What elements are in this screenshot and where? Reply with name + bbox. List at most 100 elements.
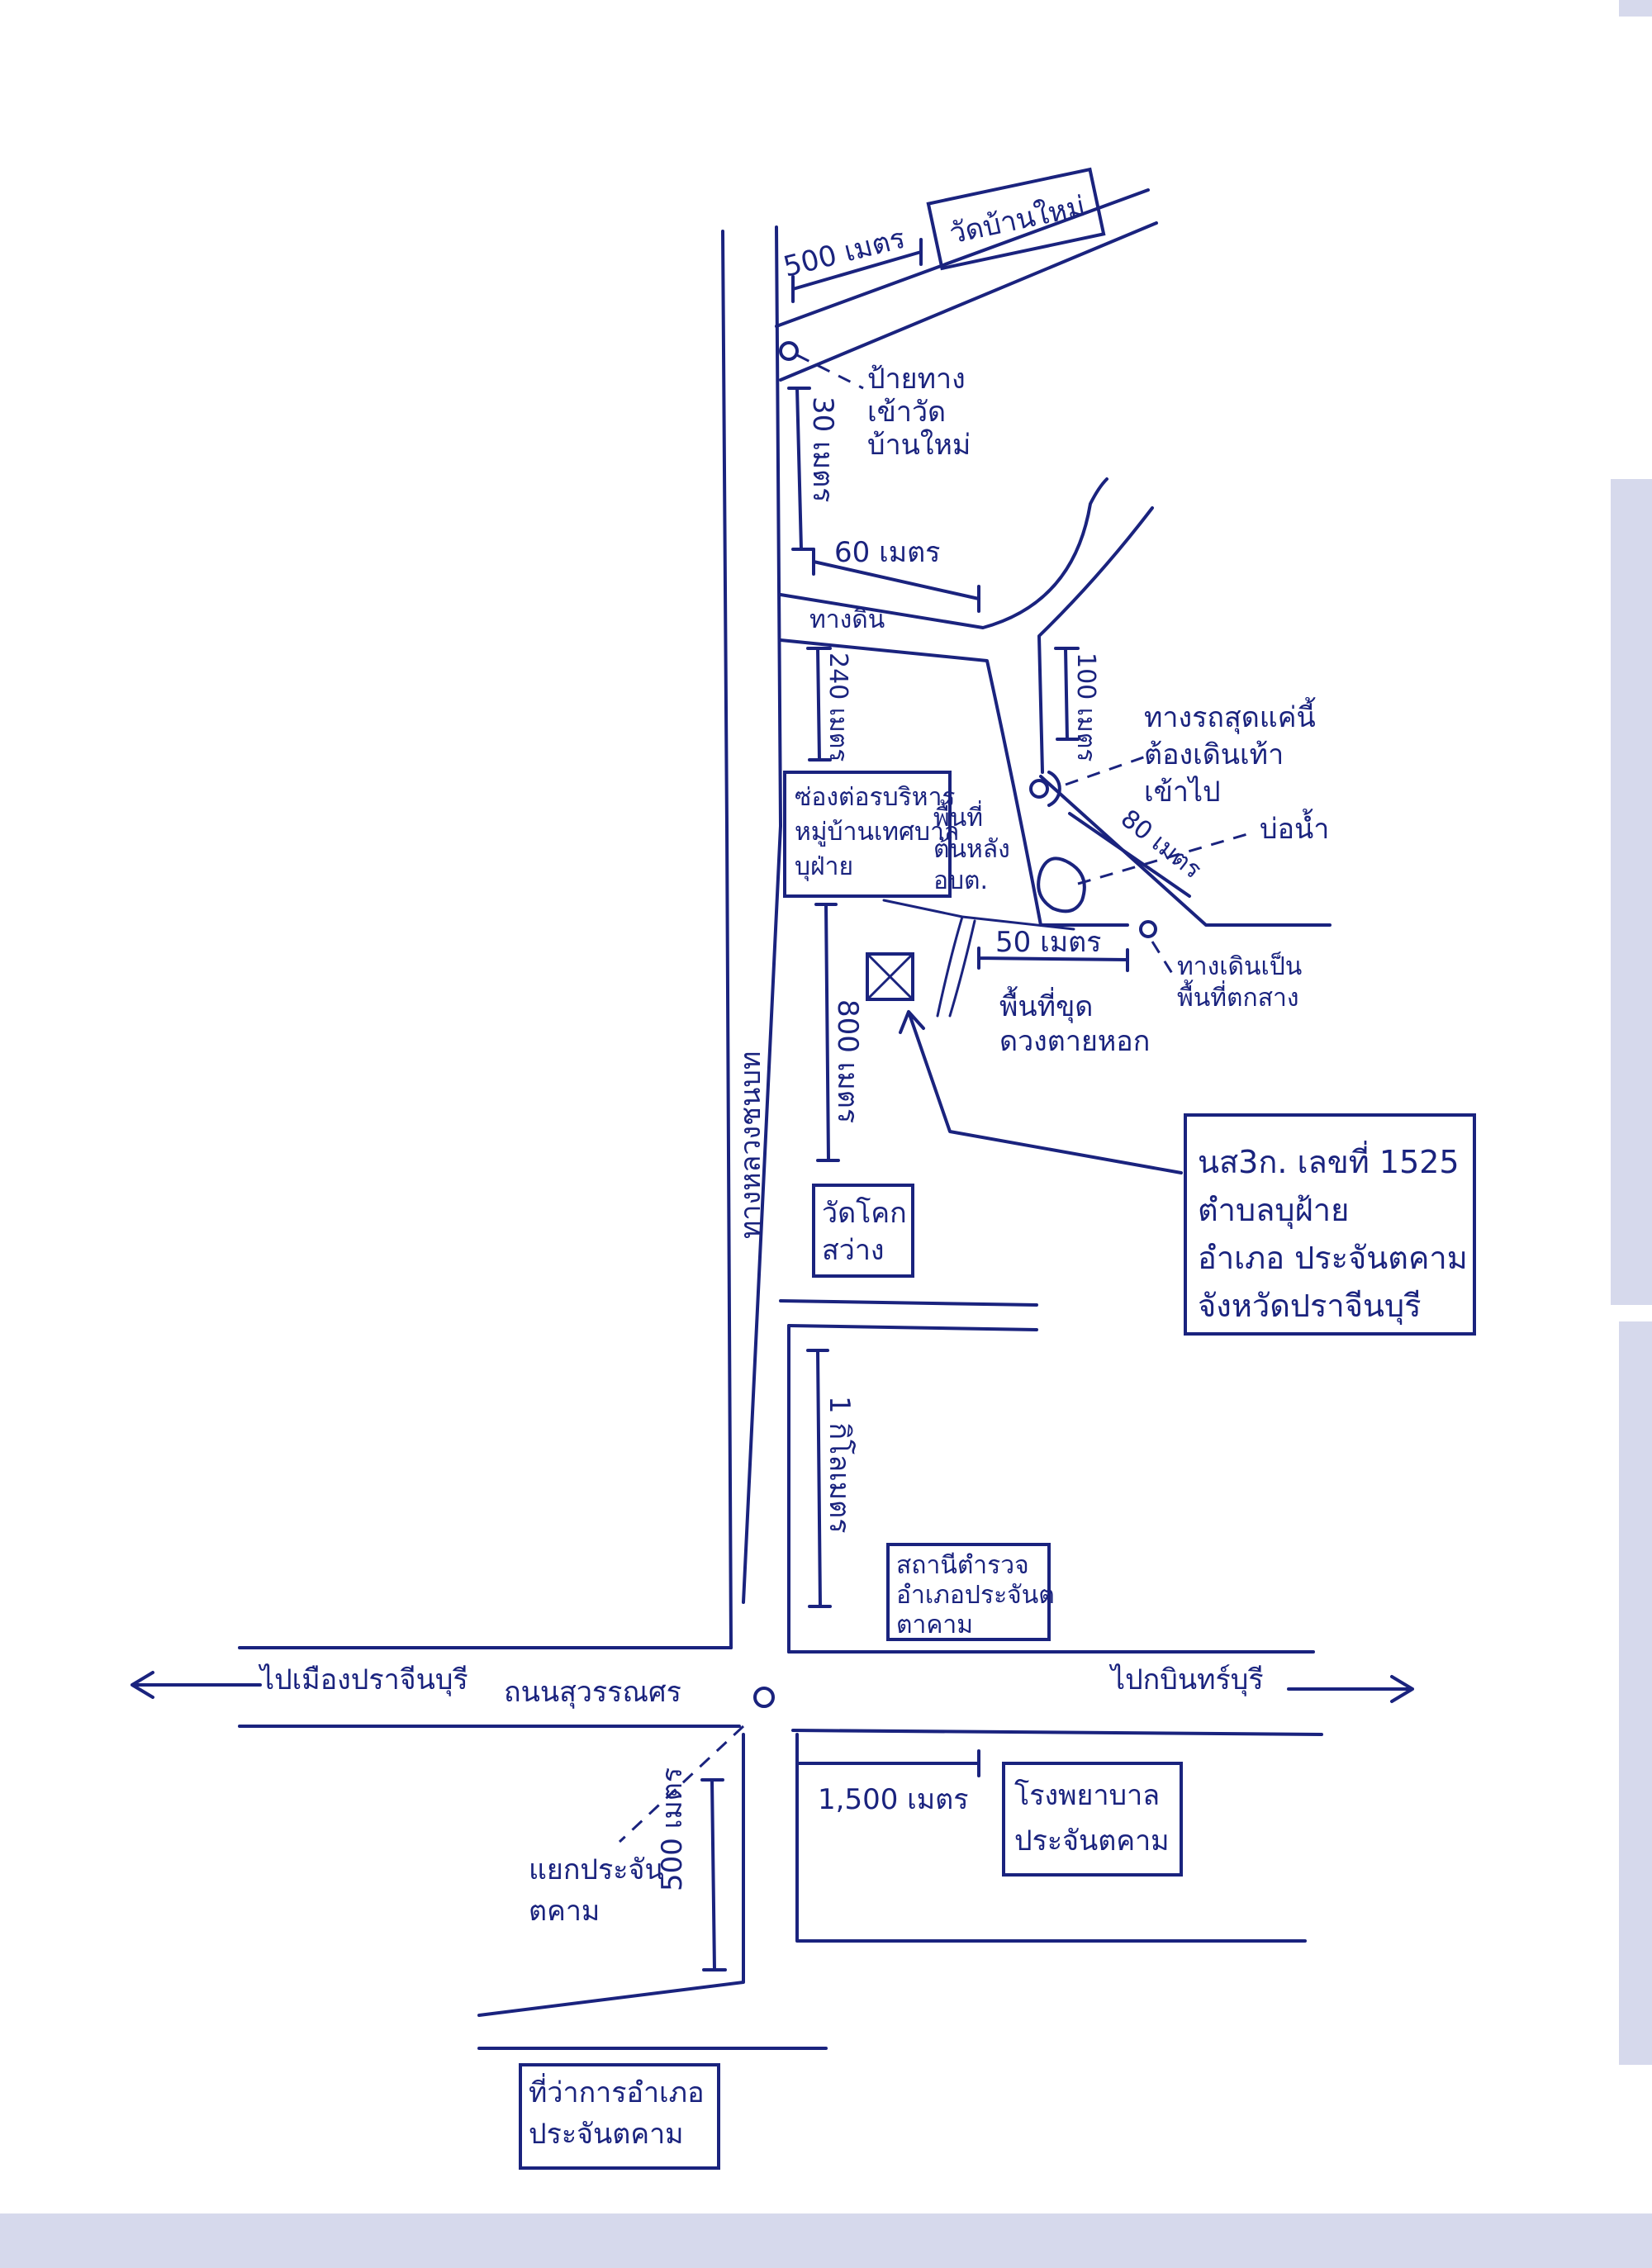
branch-se-upper — [1039, 775, 1332, 927]
branch-se-lower — [1068, 812, 1191, 898]
dig-area-label: พื้นที่ขุดดวงตายหอก — [999, 986, 1150, 1058]
dist-1500: 1,500 เมตร — [818, 1783, 969, 1816]
south-road-right — [795, 1733, 1307, 1943]
junction-label: แยกประจันตคาม — [529, 1853, 664, 1928]
leader-path — [1151, 941, 1175, 975]
bar-1km — [806, 1349, 832, 1608]
district-frame — [519, 2063, 720, 2170]
label-line: ต้นหลัง — [933, 835, 1010, 864]
dirt-road-upper — [779, 477, 1108, 629]
bar-500-top — [791, 238, 923, 303]
wat-ban-mai-frame — [926, 167, 1106, 271]
bar-800 — [814, 903, 840, 1162]
bar-100 — [1054, 647, 1080, 741]
label-line: ตคาม — [529, 1895, 600, 1928]
dist-240: 240 เมตร — [824, 652, 852, 762]
label-line: ทางรถสุดแค่นี้ — [1144, 697, 1316, 734]
wat-khok-label: วัดโคกสว่าง — [822, 1197, 907, 1267]
side-road-upper — [779, 1299, 1038, 1307]
label-line: เข้าไป — [1144, 776, 1221, 809]
markers — [753, 341, 1183, 1708]
road-end-arc — [1047, 771, 1061, 807]
dirt-road-east — [1037, 506, 1154, 774]
label-line: ดวงตายหอก — [999, 1025, 1150, 1058]
vertical-road-left-edge — [721, 230, 733, 1649]
hall-label: ซ่องต่อรบริหารหมู่บ้านเทศบาลบุฝ่าย — [795, 783, 959, 882]
label-line: สถานีตำรวจ — [896, 1551, 1029, 1580]
labels: วัดบ้านใหม่ ป้ายทางเข้าวัดบ้านใหม่ ซ่องต… — [258, 190, 1468, 2151]
label-line: ประจันตคาม — [1014, 1824, 1170, 1858]
arrow-right — [1287, 1675, 1414, 1703]
dirt-road-lower — [779, 638, 1129, 927]
label-line: แยกประจัน — [529, 1853, 664, 1886]
label-line: พื้นที่ขุด — [999, 986, 1093, 1023]
label-line: ตำบลบุฝ้าย — [1198, 1192, 1349, 1229]
path-marker — [1139, 920, 1157, 938]
boxes — [519, 167, 1476, 2170]
temple-sign-marker — [779, 341, 799, 361]
label-line: นส3ก. เลขที่ 1525 — [1198, 1141, 1460, 1180]
label-line: พื้นที่ตกสาง — [1177, 980, 1299, 1013]
highway-name: ถนนสุวรรณศร — [504, 1676, 681, 1709]
label-line: วัดโคก — [822, 1197, 907, 1230]
police-frame — [886, 1543, 1051, 1641]
dist-30: 30 เมตร — [806, 396, 839, 502]
dist-1km: 1 กิโลเมตร — [823, 1396, 856, 1534]
label-line: บ้านใหม่ — [867, 429, 971, 462]
temple-road-lower — [779, 221, 1158, 382]
bar-50 — [977, 947, 1129, 972]
vertical-road-label: ทางหลวงชนบท — [734, 1051, 767, 1239]
distance-bars — [700, 238, 1129, 1971]
deed-frame — [1184, 1113, 1476, 1336]
leader-road-end — [1065, 754, 1149, 786]
dist-60: 60 เมตร — [834, 536, 940, 569]
path-label: ทางเดินเป็นพื้นที่ตกสาง — [1177, 951, 1302, 1013]
label-line: หมู่บ้านเทศบาล — [795, 818, 959, 847]
label-line: บุฝ่าย — [795, 852, 853, 882]
bar-1500 — [795, 1749, 980, 1777]
label-line: โรงพยาบาล — [1014, 1779, 1160, 1812]
hospital-frame — [1002, 1762, 1183, 1877]
footpath-link — [882, 899, 1075, 931]
road-end-marker — [1029, 779, 1049, 799]
hall-frame — [783, 771, 952, 898]
bar-30 — [787, 387, 815, 551]
dist-800: 800 เมตร — [831, 999, 864, 1123]
dig-site-marker — [866, 952, 914, 1001]
leader-temple-sign — [796, 353, 864, 390]
deed-label: นส3ก. เลขที่ 1525 ตำบลบุฝ้ายอำเภอ ประจันต… — [1198, 1141, 1468, 1325]
label-line: ป้ายทาง — [867, 363, 966, 396]
footpath-b — [948, 919, 976, 1018]
label-line: อำเภอ ประจันตคาม — [1198, 1240, 1468, 1276]
to-left-label: ไปเมืองปราจีนบุรี — [258, 1663, 468, 1696]
leaders — [618, 353, 1248, 1843]
label-line: ที่ว่าการอำเภอ — [529, 2073, 705, 2109]
label-line: อบต. — [933, 866, 988, 895]
dist-50: 50 เมตร — [995, 926, 1101, 959]
label-line: ต้องเดินเท้า — [1144, 738, 1284, 771]
deed-pointer — [899, 1010, 1183, 1174]
dist-500-bottom: 500 เมตร — [656, 1767, 689, 1891]
highway-lower-right — [791, 1729, 1323, 1736]
label-line: จังหวัดปราจีนบุรี — [1198, 1288, 1422, 1325]
pond — [1037, 856, 1086, 913]
label-line: ทางเดินเป็น — [1177, 951, 1302, 981]
label-line: ซ่องต่อรบริหาร — [795, 783, 956, 812]
junction-marker — [753, 1687, 775, 1708]
to-right-label: ไปกบินทร์บุรี — [1108, 1663, 1264, 1696]
label-line: ประจันตคาม — [529, 2118, 684, 2151]
label-line: ตาคาม — [896, 1611, 973, 1639]
label-line: อำเภอประจันต — [896, 1581, 1055, 1610]
dist-80: 80 เมตร — [1115, 804, 1207, 885]
leader-junction — [618, 1725, 745, 1843]
south-road-left — [477, 1733, 745, 2017]
bar-240 — [806, 647, 832, 762]
side-road-lower — [787, 1324, 1038, 1331]
arrow-left — [131, 1671, 262, 1699]
vertical-road-right-edge — [742, 225, 782, 1604]
leader-well — [1077, 833, 1248, 885]
footpath-a — [936, 915, 964, 1018]
district-label: ที่ว่าการอำเภอประจันตคาม — [529, 2073, 705, 2151]
